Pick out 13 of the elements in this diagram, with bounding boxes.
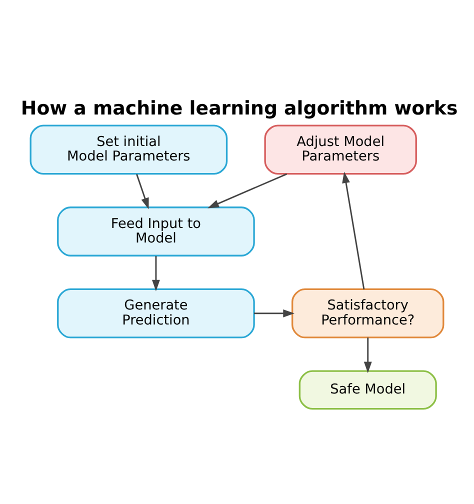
arrow bbox=[364, 337, 372, 373]
node-box: Feed Input to Model bbox=[57, 206, 255, 256]
node-box: Generate Prediction bbox=[57, 288, 255, 338]
node-box: Adjust Model Parameters bbox=[264, 124, 417, 174]
arrow bbox=[342, 171, 365, 289]
node-box: Safe Model bbox=[298, 370, 437, 410]
arrow bbox=[152, 256, 160, 291]
arrow bbox=[254, 308, 295, 317]
node-box: Satisfactory Performance? bbox=[292, 288, 444, 338]
arrow bbox=[136, 174, 149, 209]
arrow bbox=[208, 172, 287, 208]
diagram-title: How a machine learning algorithm works bbox=[20, 96, 458, 119]
node-box: Set initial Model Parameters bbox=[30, 124, 228, 174]
